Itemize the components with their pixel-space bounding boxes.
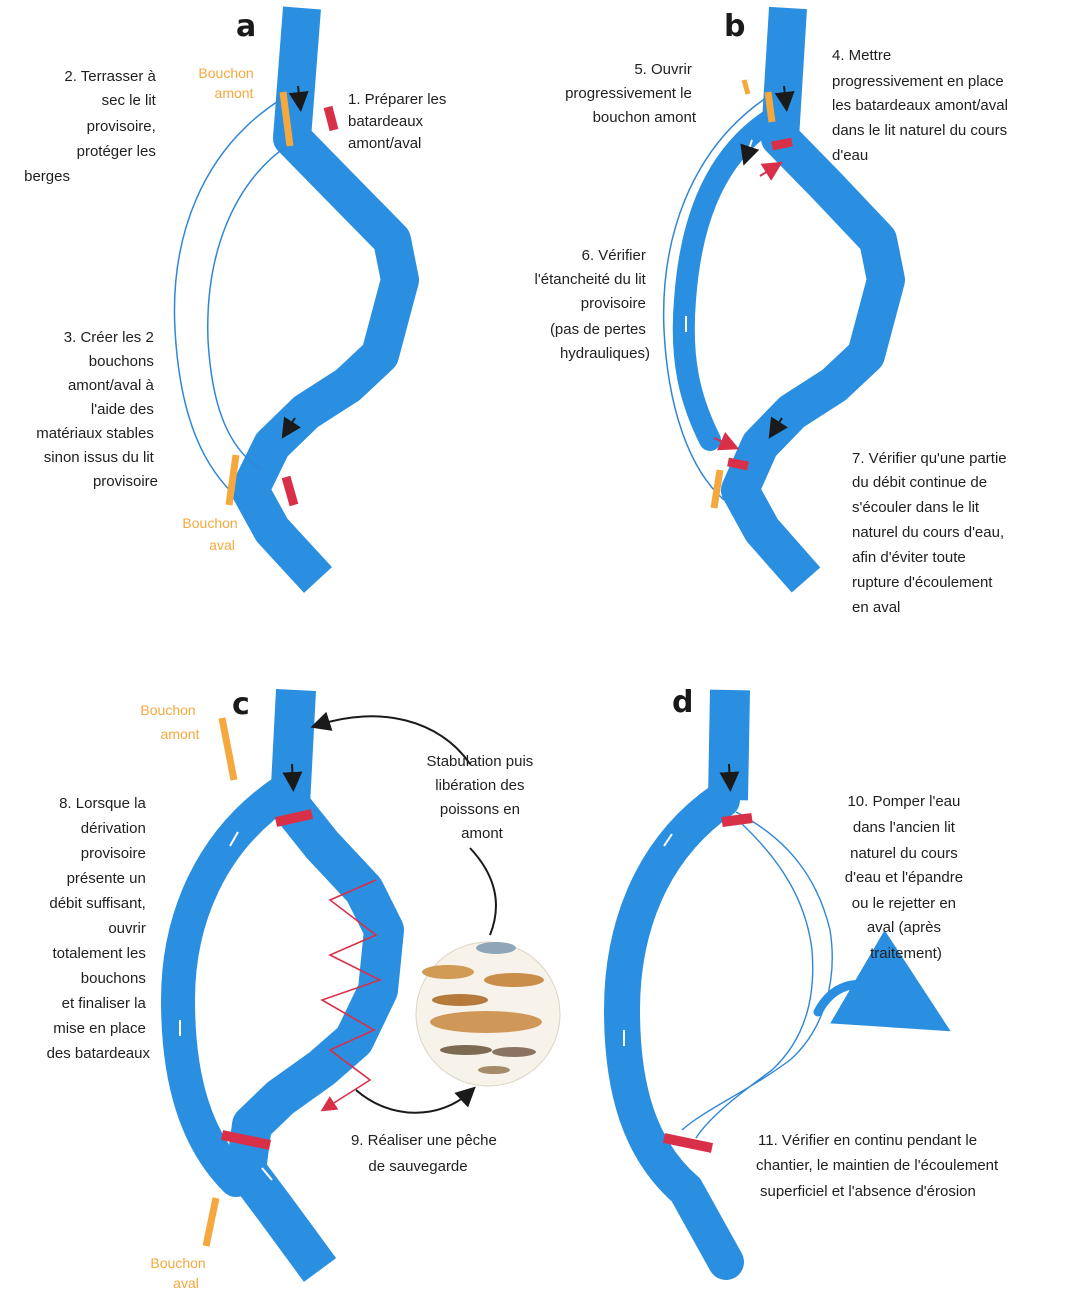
plug-up-label-c: Bouchon amont bbox=[140, 702, 199, 742]
fish-icon bbox=[422, 965, 474, 979]
pump-arrow-icon bbox=[818, 984, 904, 1012]
fish-icon bbox=[484, 973, 544, 987]
panel-letter-b: b bbox=[724, 9, 745, 44]
plug-up-label-a: Bouchon amont bbox=[198, 65, 257, 101]
fish-icon bbox=[430, 1011, 542, 1033]
plug-downstream-b bbox=[714, 470, 720, 508]
transfer-arrow-icon bbox=[356, 1090, 470, 1113]
cofferdam-up-d bbox=[722, 818, 752, 822]
panel-letter-d: d bbox=[672, 685, 693, 720]
fish-icon bbox=[432, 994, 488, 1006]
step10-text: 10. Pomper l'eau dans l'ancien lit natur… bbox=[845, 793, 968, 962]
natural-river-c bbox=[246, 690, 384, 1270]
bypass-river-d bbox=[622, 800, 726, 1262]
plug-upstream-c bbox=[222, 718, 234, 780]
panel-b: b 4. Mettre progressivement en place les… bbox=[535, 8, 1013, 616]
step11-text: 11. Vérifier en continu pendant le chant… bbox=[756, 1132, 1002, 1200]
flow-arrow-icon bbox=[292, 764, 293, 784]
panel-letter-c: c bbox=[232, 687, 250, 722]
step1-text: 1. Préparer les batardeaux amont/aval bbox=[348, 91, 451, 152]
step9-text: 9. Réaliser une pêche de sauvegarde bbox=[351, 1132, 501, 1175]
fish-icon bbox=[492, 1047, 536, 1057]
panel-d: d 10. Pomper l'eau dans l'ancien lit nat… bbox=[622, 685, 1002, 1262]
fish-icon bbox=[476, 942, 516, 954]
step7-text: 7. Vérifier qu'une partie du débit conti… bbox=[852, 450, 1011, 616]
bypass-flow-b bbox=[684, 120, 770, 440]
step4-text: 4. Mettre progressivement en place les b… bbox=[832, 47, 1012, 164]
panel-c: c Bouchon amont Bouchon bbox=[47, 687, 560, 1291]
natural-river-b bbox=[740, 8, 886, 580]
plug-down-label-c: Bouchon aval bbox=[150, 1255, 209, 1291]
cofferdam-up-b bbox=[772, 142, 792, 146]
fish-icon bbox=[478, 1066, 510, 1074]
plug-fragment-b bbox=[744, 80, 748, 94]
step5-text: 5. Ouvrir progressivement le bouchon amo… bbox=[565, 61, 697, 126]
placement-arrow-icon bbox=[760, 166, 776, 176]
stabulation-text: Stabulation puis libération des poissons… bbox=[427, 753, 538, 842]
cofferdam-down-a bbox=[286, 477, 294, 505]
cofferdam-up-a bbox=[328, 107, 334, 130]
old-bed-outline-d bbox=[682, 812, 832, 1138]
step8-text: 8. Lorsque la dérivation provisoire prés… bbox=[47, 795, 151, 1062]
step3-text: 3. Créer les 2 bouchons amont/aval à l'a… bbox=[36, 329, 158, 490]
step2-text: 2. Terrasser à sec le lit provisoire, pr… bbox=[24, 68, 160, 185]
step6-text: 6. Vérifier l'étancheité du lit provisoi… bbox=[535, 247, 650, 362]
panel-a: a 1. Préparer les batardeaux amont/aval … bbox=[24, 8, 450, 580]
plug-upstream-b bbox=[768, 92, 772, 122]
plug-down-label-a: Bouchon aval bbox=[182, 515, 241, 553]
connector-line bbox=[470, 848, 496, 935]
fish-icon bbox=[440, 1045, 492, 1055]
cofferdam-down-b bbox=[728, 462, 748, 466]
fish-circle-icon bbox=[416, 942, 560, 1086]
flow-arrow-icon bbox=[729, 764, 730, 784]
panel-letter-a: a bbox=[236, 9, 256, 44]
plug-downstream-c bbox=[206, 1198, 216, 1246]
